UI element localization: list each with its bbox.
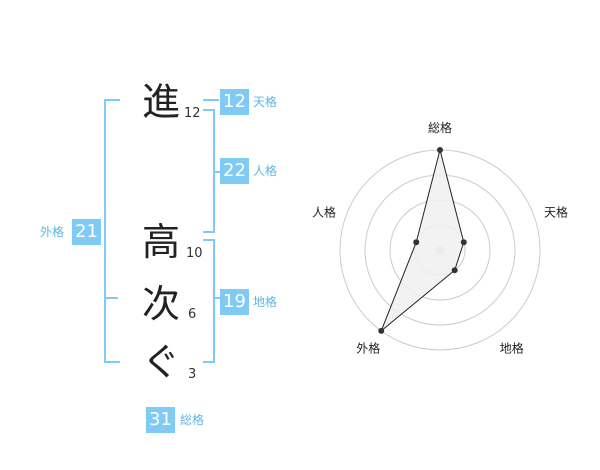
radar-axis-label-5: 人格 — [312, 204, 336, 219]
tenkaku-connector — [203, 99, 219, 101]
gaikaku-bracket — [104, 99, 120, 363]
radar-data-polygon — [380, 149, 465, 332]
radar-axis-label-4: 外格 — [356, 341, 380, 356]
name-char-2: 高 — [142, 220, 181, 264]
name-char-1: 進 — [142, 80, 181, 124]
radar-axis-label-2: 天格 — [544, 204, 568, 219]
soukaku-label: 総格 — [180, 413, 205, 427]
stroke-count-4: 3 — [188, 367, 197, 382]
radar-axis-label-1: 総格 — [428, 120, 452, 135]
soukaku-badge: 31 — [146, 407, 175, 433]
radar-point-1 — [437, 147, 443, 153]
jinkaku-connector — [213, 171, 220, 173]
tenkaku-label: 天格 — [253, 95, 278, 109]
chikaku-connector — [213, 297, 220, 299]
chikaku-badge: 19 — [220, 289, 249, 315]
name-breakdown-panel: 進 12 高 10 次 6 ぐ 3 12 天格 22 人格 19 地格 外格 2… — [40, 80, 278, 433]
gaikaku-badge: 21 — [72, 219, 101, 245]
name-char-3: 次 — [142, 282, 181, 326]
chikaku-bracket — [203, 239, 215, 363]
stroke-count-2: 10 — [186, 246, 203, 261]
name-char-4: ぐ — [142, 340, 181, 384]
tenkaku-badge: 12 — [220, 89, 249, 115]
jinkaku-badge: 22 — [220, 158, 249, 184]
stroke-count-1: 12 — [184, 106, 201, 121]
radar-point-4 — [378, 327, 385, 334]
jinkaku-label: 人格 — [253, 164, 278, 178]
radar-axis-label-3: 地格 — [500, 341, 524, 356]
radar-point-2 — [460, 239, 467, 246]
gaikaku-bracket-mid — [104, 297, 118, 299]
stroke-count-3: 6 — [188, 307, 197, 322]
gaikaku-label: 外格 — [40, 225, 65, 239]
radar-point-5 — [413, 239, 420, 246]
chikaku-label: 地格 — [253, 295, 278, 309]
radar-point-3 — [451, 267, 458, 274]
